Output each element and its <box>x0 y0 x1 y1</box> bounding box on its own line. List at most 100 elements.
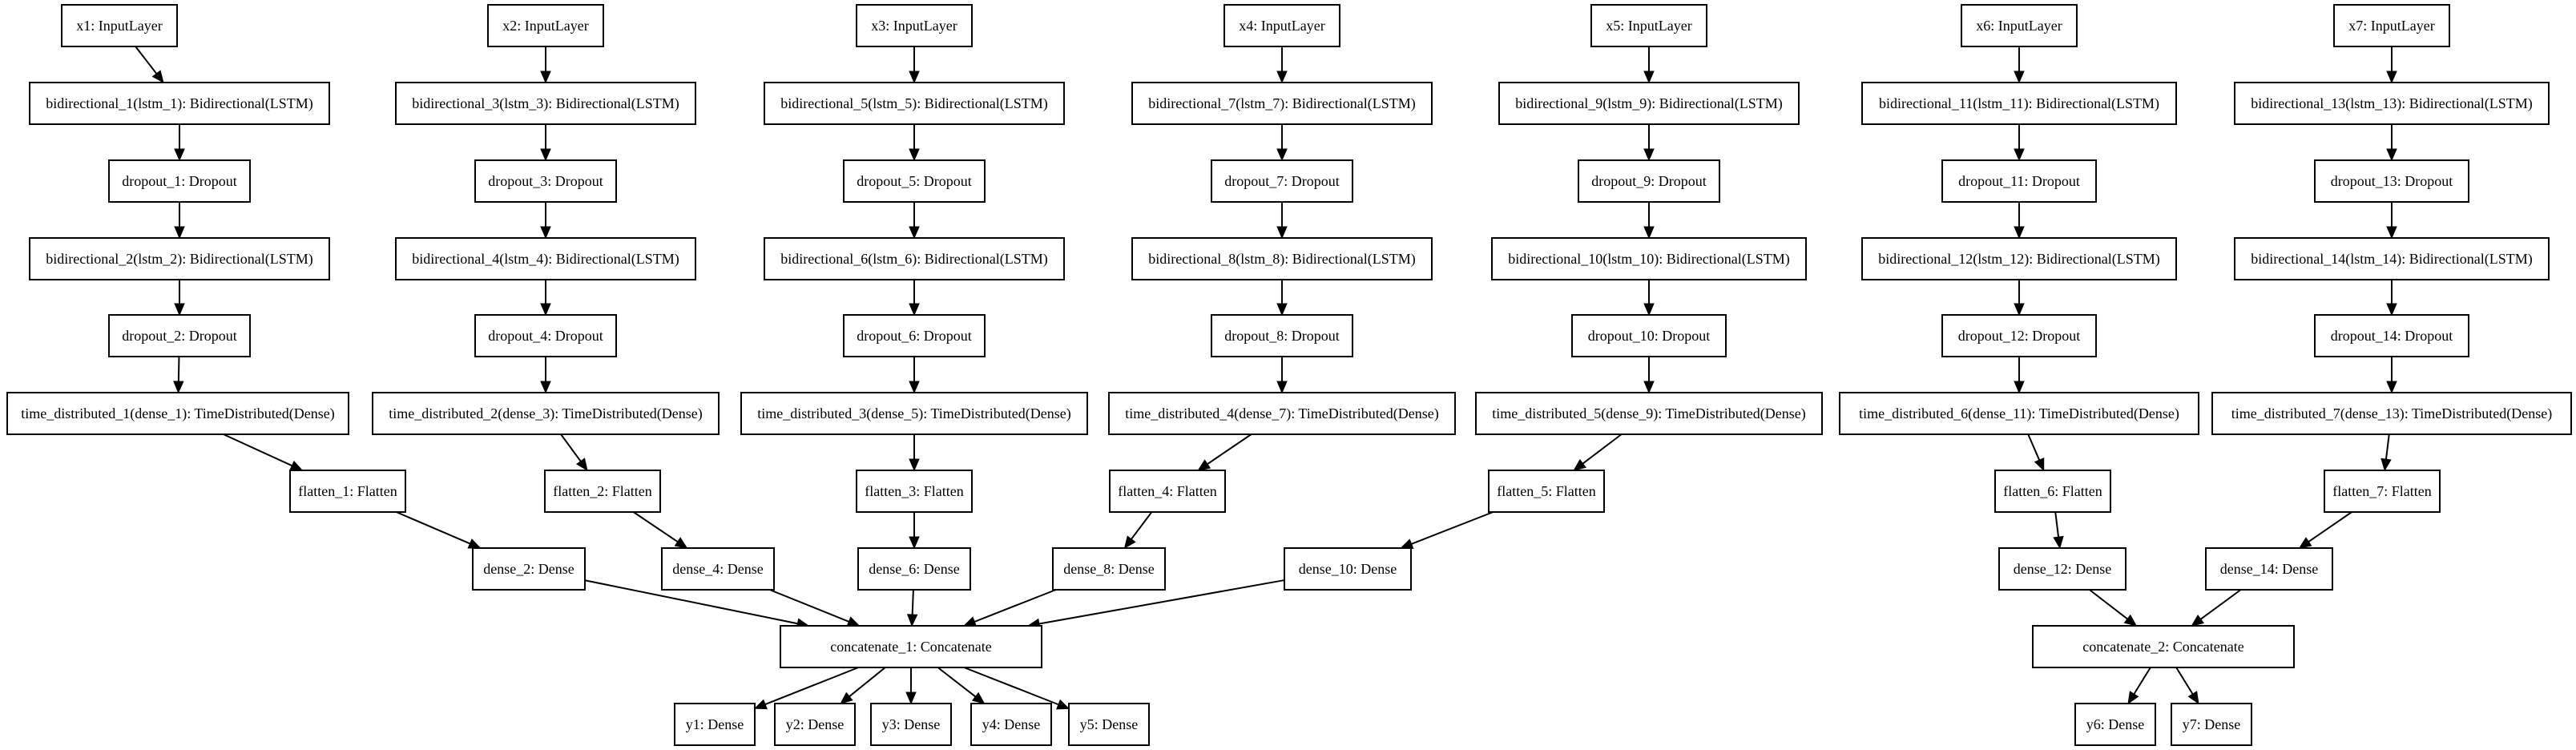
node-x5-input: x5: InputLayer <box>1590 4 1707 47</box>
svg-text:dense_12: Dense: dense_12: Dense <box>2014 561 2111 577</box>
svg-text:concatenate_2: Concatenate: concatenate_2: Concatenate <box>2082 639 2243 655</box>
node-dense-10: dense_10: Dense <box>1284 547 1412 591</box>
node-dense-12: dense_12: Dense <box>1998 547 2127 591</box>
svg-text:flatten_7: Flatten: flatten_7: Flatten <box>2332 483 2431 499</box>
arrowhead-bd7-to-do7 <box>1276 148 1288 162</box>
svg-text:y7: Dense: y7: Dense <box>2183 716 2240 732</box>
arrowhead-fl1-to-de2 <box>467 538 482 549</box>
svg-text:time_distributed_4(dense_7): T: time_distributed_4(dense_7): TimeDistrib… <box>1125 405 1438 422</box>
arrowhead-fl4-to-de8 <box>1123 535 1136 550</box>
edge-cat1-to-y5 <box>963 667 1059 706</box>
node-concatenate-2: concatenate_2: Concatenate <box>2032 625 2295 668</box>
node-y1-output: y1: Dense <box>674 703 756 746</box>
node-dropout-7: dropout_7: Dropout <box>1211 159 1353 203</box>
node-y6-output: y6: Dense <box>2074 703 2156 746</box>
svg-text:dropout_8: Dropout: dropout_8: Dropout <box>1224 328 1340 344</box>
arrowhead-do3-to-bd4 <box>540 226 551 240</box>
arrowhead-x1-to-bd1 <box>151 70 164 84</box>
node-dropout-14: dropout_14: Dropout <box>2314 314 2469 357</box>
node-flatten-5: flatten_5: Flatten <box>1488 470 1605 513</box>
node-bidirectional-12: bidirectional_12(lstm_12): Bidirectional… <box>1861 237 2177 280</box>
arrowhead-bd5-to-do5 <box>909 148 920 162</box>
node-dropout-9: dropout_9: Dropout <box>1578 159 1720 203</box>
svg-text:dropout_6: Dropout: dropout_6: Dropout <box>857 328 972 344</box>
arrowhead-bd6-to-do6 <box>909 303 920 317</box>
svg-text:x4: InputLayer: x4: InputLayer <box>1239 18 1324 34</box>
arrowhead-do5-to-bd6 <box>909 226 920 240</box>
svg-text:time_distributed_5(dense_9): T: time_distributed_5(dense_9): TimeDistrib… <box>1492 405 1805 422</box>
svg-text:time_distributed_6(dense_11):: time_distributed_6(dense_11): TimeDistri… <box>1859 405 2179 422</box>
node-dropout-1: dropout_1: Dropout <box>108 159 251 203</box>
edge-td2-to-fl2 <box>560 433 582 462</box>
svg-text:dropout_11: Dropout: dropout_11: Dropout <box>1958 173 2080 189</box>
arrowhead-bd1-to-do1 <box>174 148 185 162</box>
edge-layer <box>135 46 2397 710</box>
svg-text:dropout_14: Dropout: dropout_14: Dropout <box>2331 328 2453 344</box>
node-time-distributed-7: time_distributed_7(dense_13): TimeDistri… <box>2211 392 2572 435</box>
node-x2-input: x2: InputLayer <box>487 4 604 47</box>
edge-de8-to-cat1 <box>974 589 1057 623</box>
svg-text:y3: Dense: y3: Dense <box>882 716 940 732</box>
arrowhead-td6-to-fl6 <box>2034 458 2045 472</box>
edge-td4-to-fl4 <box>1207 433 1252 465</box>
svg-text:bidirectional_13(lstm_13): Bid: bidirectional_13(lstm_13): Bidirectional… <box>2251 95 2532 112</box>
node-bidirectional-5: bidirectional_5(lstm_5): Bidirectional(L… <box>764 82 1065 125</box>
node-bidirectional-3: bidirectional_3(lstm_3): Bidirectional(L… <box>395 82 696 125</box>
node-y2-output: y2: Dense <box>774 703 856 746</box>
node-dense-2: dense_2: Dense <box>472 547 586 591</box>
node-x4-input: x4: InputLayer <box>1223 4 1340 47</box>
arrowhead-do10-to-td5 <box>1643 381 1655 394</box>
node-bidirectional-6: bidirectional_6(lstm_6): Bidirectional(L… <box>764 237 1065 280</box>
arrowhead-fl5-to-de10 <box>1400 538 1414 550</box>
arrowhead-fl2-to-de4 <box>674 537 688 549</box>
svg-text:time_distributed_2(dense_3): T: time_distributed_2(dense_3): TimeDistrib… <box>389 405 702 422</box>
svg-text:concatenate_1: Concatenate: concatenate_1: Concatenate <box>830 639 991 655</box>
arrowhead-x4-to-bd7 <box>1276 71 1288 84</box>
arrowhead-cat1-to-y3 <box>905 692 917 705</box>
arrowhead-de8-to-cat1 <box>963 616 978 627</box>
svg-text:dropout_5: Dropout: dropout_5: Dropout <box>857 173 972 189</box>
node-bidirectional-1: bidirectional_1(lstm_1): Bidirectional(L… <box>29 82 330 125</box>
svg-text:bidirectional_9(lstm_9): Bidir: bidirectional_9(lstm_9): Bidirectional(L… <box>1515 95 1782 112</box>
node-flatten-4: flatten_4: Flatten <box>1109 470 1226 513</box>
svg-text:dropout_10: Dropout: dropout_10: Dropout <box>1588 328 1711 344</box>
node-dropout-2: dropout_2: Dropout <box>108 314 251 357</box>
svg-text:dropout_7: Dropout: dropout_7: Dropout <box>1224 173 1340 189</box>
node-bidirectional-13: bidirectional_13(lstm_13): Bidirectional… <box>2234 82 2550 125</box>
node-dropout-10: dropout_10: Dropout <box>1571 314 1727 357</box>
edge-fl7-to-de14 <box>2308 511 2352 542</box>
arrowhead-bd12-to-do12 <box>2014 303 2025 317</box>
arrowhead-x3-to-bd5 <box>909 71 920 84</box>
arrowhead-do14-to-td7 <box>2386 381 2397 394</box>
edge-cat1-to-y2 <box>849 667 886 697</box>
arrowhead-bd8-to-do8 <box>1276 303 1288 317</box>
svg-text:dense_2: Dense: dense_2: Dense <box>483 561 574 577</box>
svg-text:dropout_13: Dropout: dropout_13: Dropout <box>2331 173 2453 189</box>
arrowhead-fl3-to-de6 <box>909 536 920 550</box>
node-dropout-13: dropout_13: Dropout <box>2314 159 2469 203</box>
arrowhead-bd9-to-do9 <box>1643 148 1655 162</box>
svg-text:flatten_6: Flatten: flatten_6: Flatten <box>2003 483 2102 499</box>
edge-td6-to-fl6 <box>2027 433 2041 461</box>
svg-text:flatten_5: Flatten: flatten_5: Flatten <box>1497 483 1595 499</box>
svg-text:bidirectional_11(lstm_11): Bid: bidirectional_11(lstm_11): Bidirectional… <box>1879 95 2159 112</box>
svg-text:x2: InputLayer: x2: InputLayer <box>502 18 588 34</box>
edge-de2-to-cat1 <box>584 579 798 625</box>
svg-text:x1: InputLayer: x1: InputLayer <box>76 18 162 34</box>
svg-text:y5: Dense: y5: Dense <box>1080 716 1138 732</box>
svg-text:dropout_3: Dropout: dropout_3: Dropout <box>488 173 603 189</box>
arrowhead-x5-to-bd9 <box>1643 71 1655 84</box>
arrowhead-do11-to-bd12 <box>2014 226 2025 240</box>
svg-text:bidirectional_10(lstm_10): Bid: bidirectional_10(lstm_10): Bidirectional… <box>1508 251 1789 268</box>
arrowhead-do4-to-td2 <box>540 381 551 394</box>
arrowhead-cat1-to-y2 <box>840 692 853 704</box>
svg-text:flatten_1: Flatten: flatten_1: Flatten <box>298 483 397 499</box>
arrowhead-x6-to-bd11 <box>2014 71 2025 84</box>
node-flatten-7: flatten_7: Flatten <box>2324 470 2441 513</box>
node-x1-input: x1: InputLayer <box>61 4 178 47</box>
node-flatten-3: flatten_3: Flatten <box>856 470 973 513</box>
svg-text:bidirectional_4(lstm_4): Bidir: bidirectional_4(lstm_4): Bidirectional(L… <box>412 251 679 268</box>
svg-text:time_distributed_1(dense_1): T: time_distributed_1(dense_1): TimeDistrib… <box>21 405 334 422</box>
arrowhead-do2-to-td1 <box>173 381 184 394</box>
